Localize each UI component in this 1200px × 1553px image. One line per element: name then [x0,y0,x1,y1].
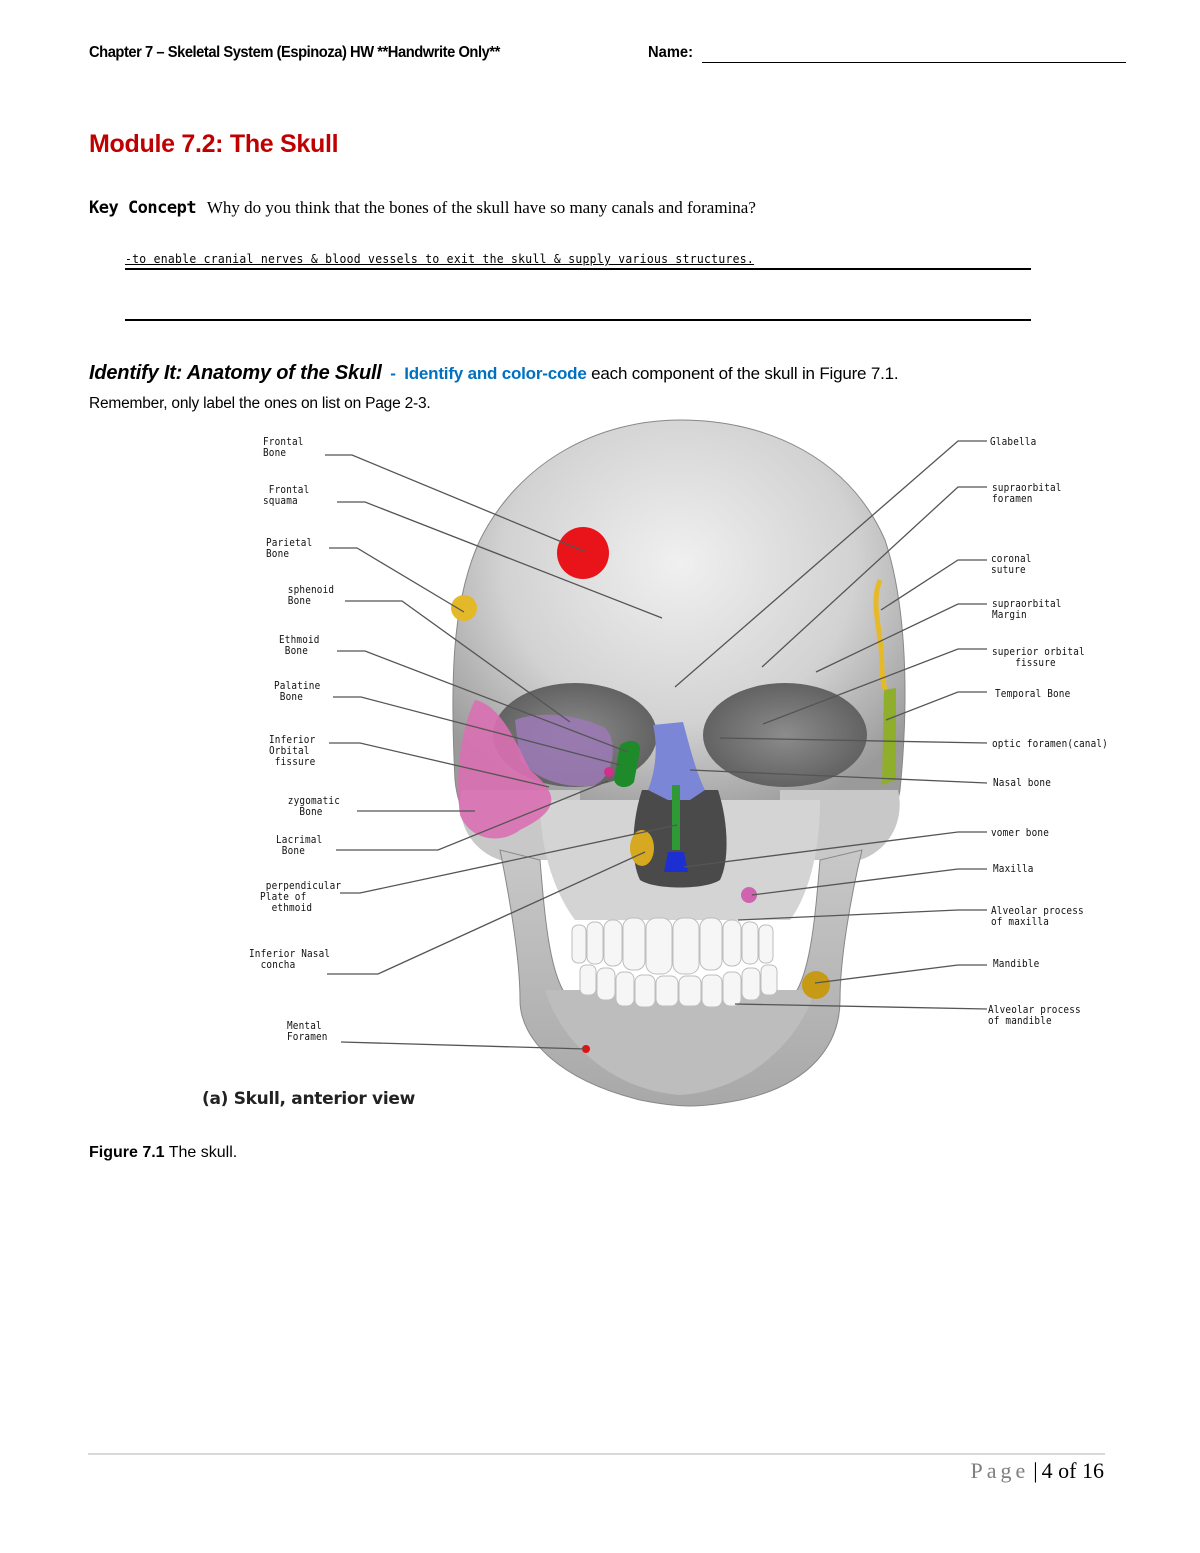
label-inferior-nasal-concha: Inferior Nasal concha [249,947,331,971]
frontal-bone-marker [557,527,609,579]
answer-line-2[interactable] [125,319,1031,321]
zygomatic-bone-region [458,700,552,839]
label-coronal-suture: coronal suture [991,552,1032,576]
label-palatine-bone: Palatine Bone [274,679,321,703]
parietal-bone-marker [451,595,477,621]
nasal-cavity [633,790,727,888]
page-footer: Page|4 of 16 [971,1458,1105,1484]
label-superior-orbital-fissure: superior orbital fissure [992,645,1085,669]
identify-title: Identify It: Anatomy of the Skull [89,362,382,384]
coronal-suture-line [873,579,893,702]
page-number: 4 of 16 [1041,1458,1104,1483]
inferior-nasal-concha-marker [630,830,654,866]
label-perpendicular-plate: perpendicular Plate of ethmoid [260,879,342,914]
key-concept-question: Why do you think that the bones of the s… [206,198,756,217]
label-nasal-bone: Nasal bone [993,776,1051,789]
identify-instruction-highlight: Identify and color-code [404,364,587,383]
document-header-title: Chapter 7 – Skeletal System (Espinoza) H… [89,44,500,61]
key-concept: Key Concept Why do you think that the bo… [89,198,756,218]
answer-line-1[interactable] [125,268,1031,270]
label-zygomatic-bone: zygomatic Bone [287,794,340,818]
ethmoid-bone-region [614,740,640,788]
remember-note: Remember, only label the ones on list on… [89,395,431,412]
leader-lines-left [325,454,678,1050]
perpendicular-plate-region [672,785,680,850]
left-orbit [493,683,657,787]
label-frontal-squama: Frontal squama [263,483,310,507]
lacrimal-marker [604,767,614,777]
figure-caption-text: The skull. [168,1144,238,1161]
maxilla-marker [741,887,757,903]
vomer-bone-region [664,852,688,872]
identify-dash: - [390,364,396,383]
right-orbit [703,683,867,787]
label-optic-foramen: optic foramen(canal) [992,737,1108,750]
identify-instruction-rest: each component of the skull in Figure 7.… [586,364,899,383]
handwritten-answer: -to enable cranial nerves & blood vessel… [125,252,755,266]
cranium-shape [452,419,906,831]
mental-foramen-marker [582,1045,590,1053]
figure-caption-label: Figure 7.1 [89,1144,165,1161]
label-glabella: Glabella [990,435,1037,448]
label-mandible: Mandible [993,957,1040,970]
teeth [571,917,778,1008]
footer-divider [88,1453,1105,1455]
page-word: Page [970,1458,1030,1483]
sphenoid-bone-region [515,714,613,787]
label-inferior-orbital-fissure: Inferior Orbital fissure [269,733,316,768]
label-lacrimal-bone: Lacrimal Bone [276,833,323,857]
nasal-bone-region [648,722,705,800]
label-alveolar-process-mandible: Alveolar process of mandible [988,1003,1081,1027]
figure-subcaption: (a) Skull, anterior view [202,1089,415,1109]
identify-heading: Identify It: Anatomy of the Skull - Iden… [89,362,899,385]
label-temporal-bone: Temporal Bone [995,687,1071,700]
label-supraorbital-foramen: supraorbital foramen [992,481,1062,505]
label-mental-foramen: Mental Foramen [287,1019,328,1043]
key-concept-label: Key Concept [89,198,197,218]
name-field[interactable] [702,62,1126,63]
figure-caption: Figure 7.1 The skull. [89,1144,237,1162]
label-maxilla: Maxilla [993,862,1034,875]
label-supraorbital-margin: supraorbital Margin [992,597,1062,621]
label-alveolar-process-maxilla: Alveolar process of maxilla [991,904,1084,928]
module-title: Module 7.2: The Skull [89,130,339,158]
name-label: Name: [648,44,693,61]
label-frontal-bone: Frontal Bone [263,435,304,459]
page-separator: | [1033,1458,1038,1483]
label-parietal-bone: Parietal Bone [266,536,313,560]
mandible-marker [802,971,830,999]
label-vomer-bone: vomer bone [991,826,1049,839]
label-sphenoid-bone: sphenoid Bone [287,583,335,607]
label-ethmoid-bone: Ethmoid Bone [279,633,320,657]
temporal-bone-region [882,688,896,785]
mandible-shape [499,849,863,1107]
leader-lines-right [674,440,988,1010]
